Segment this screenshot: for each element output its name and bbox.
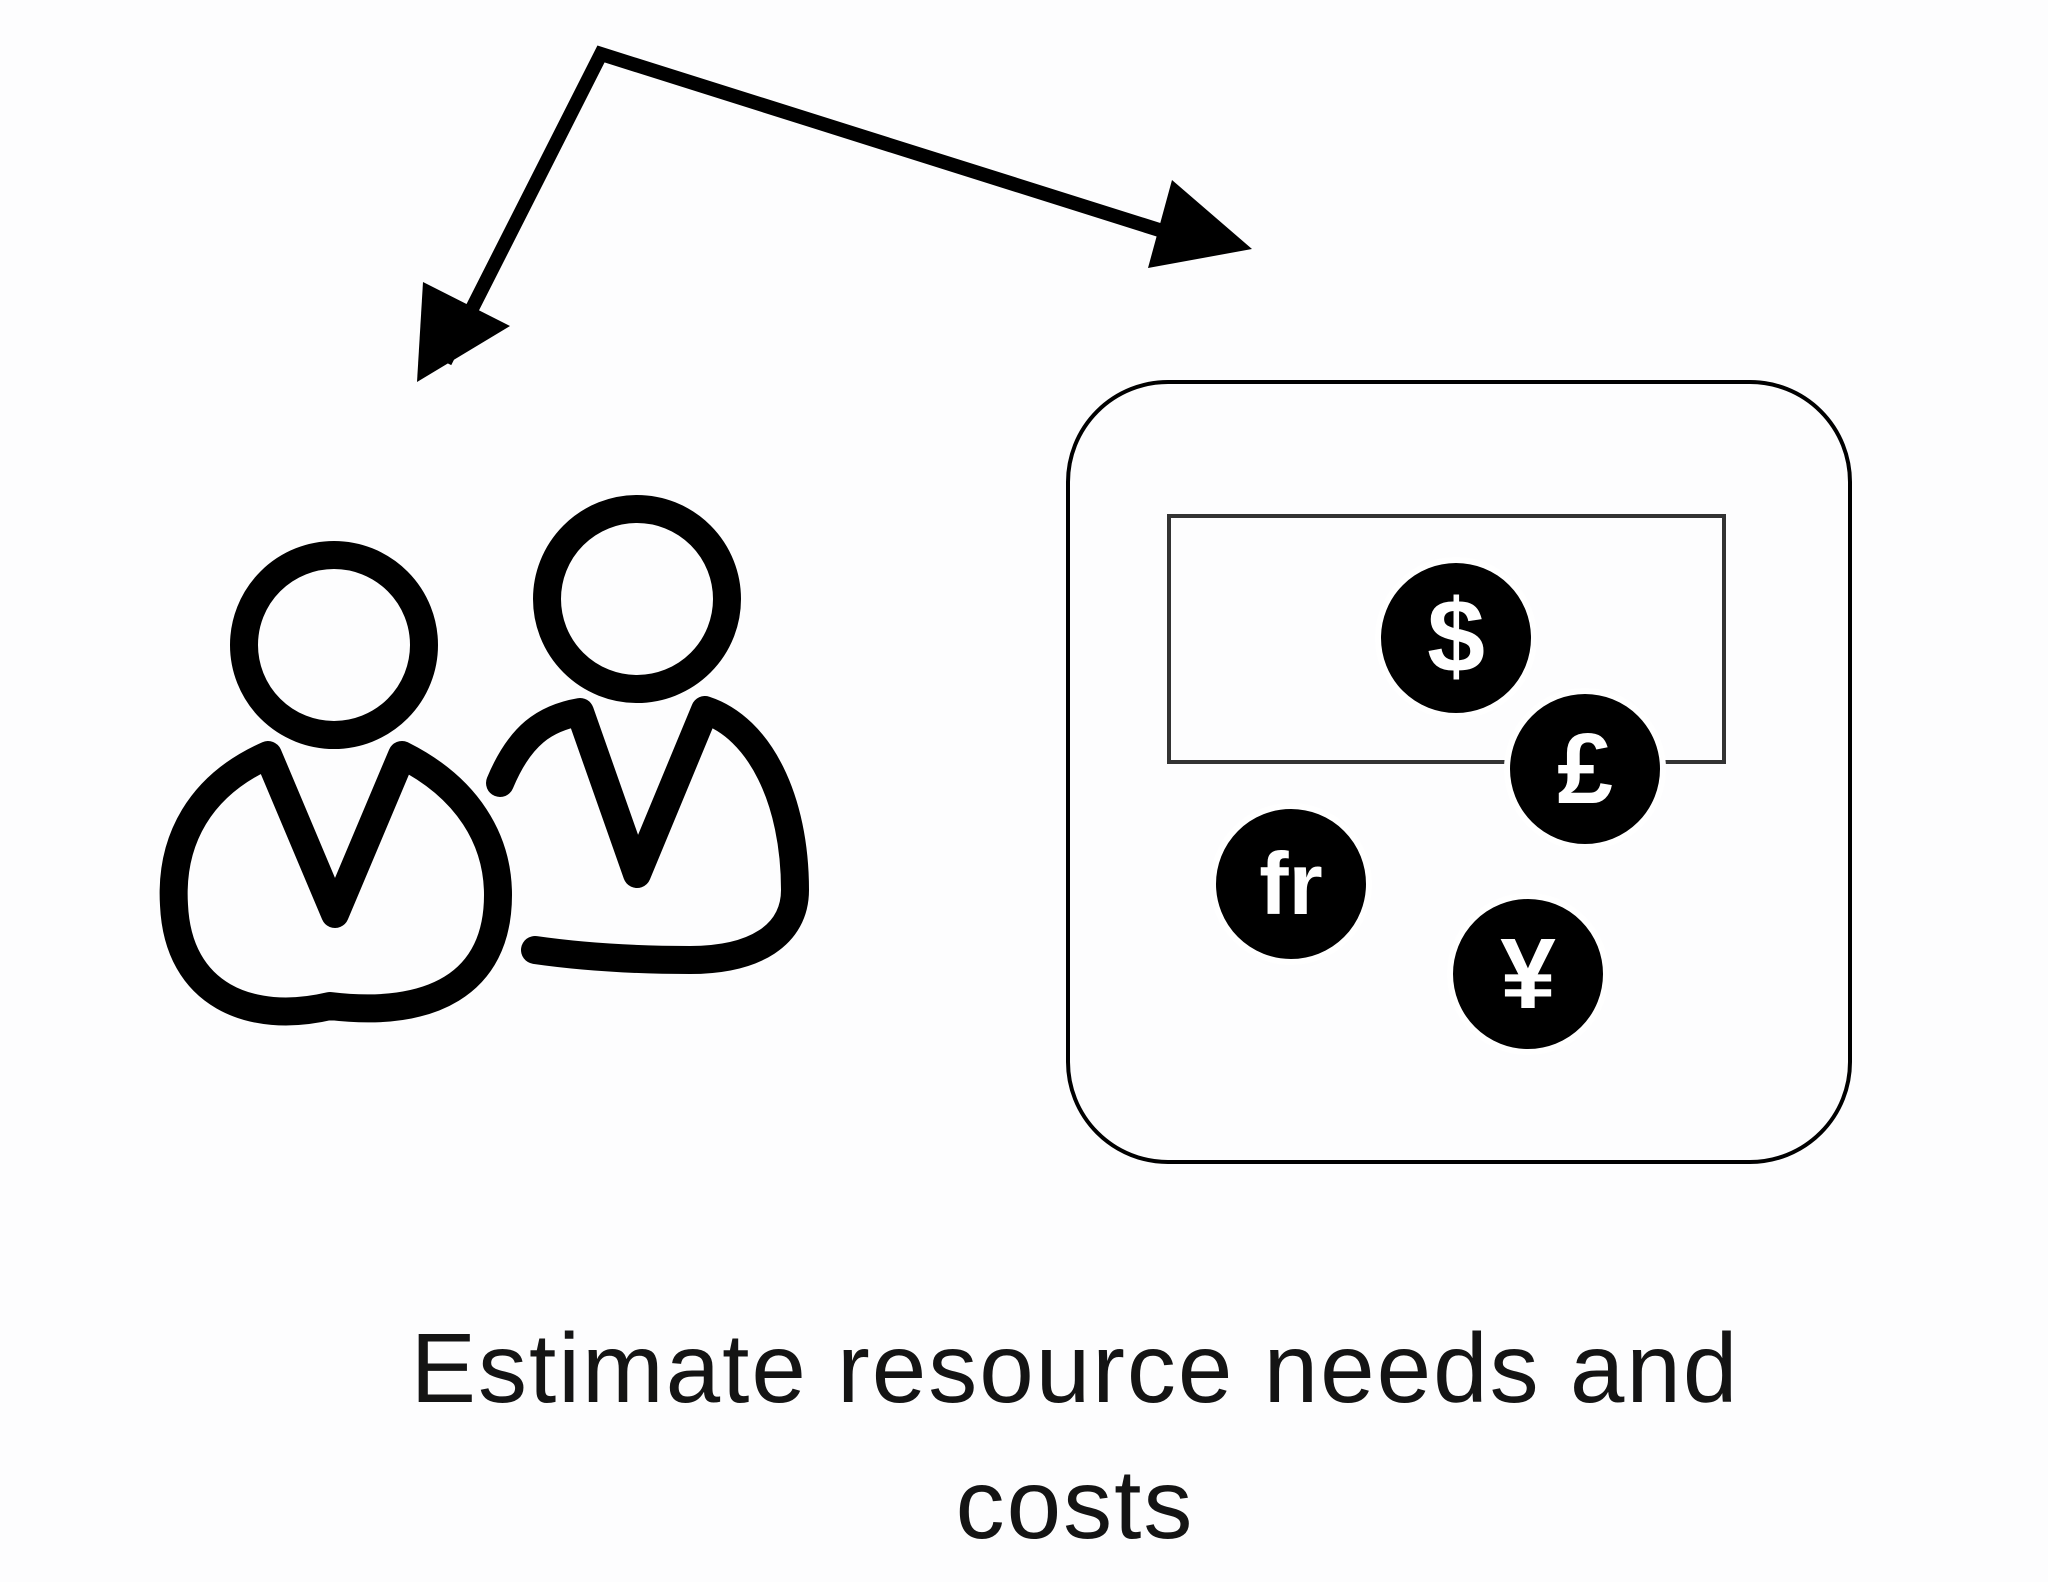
currency-calculator-icon: $ £ fr ¥ (1066, 380, 1852, 1164)
caption-line-1: Estimate resource needs and (410, 1313, 1740, 1423)
person-head-icon (230, 541, 438, 749)
dollar-coin-icon: $ (1375, 557, 1537, 719)
svg-text:¥: ¥ (1500, 918, 1556, 1030)
people-icon (159, 495, 809, 1026)
person-body-icon (159, 741, 512, 1026)
person-body-icon (486, 696, 809, 974)
svg-text:fr: fr (1259, 834, 1323, 933)
caption-line-2: costs (955, 1449, 1195, 1559)
caption: Estimate resource needs and costs (300, 1300, 1850, 1572)
calculator-display (1167, 514, 1726, 764)
pound-coin-icon: £ (1504, 688, 1666, 850)
franc-coin-icon: fr (1210, 803, 1372, 965)
svg-text:$: $ (1427, 579, 1485, 695)
svg-text:£: £ (1557, 713, 1613, 825)
double-headed-arrow-icon (417, 45, 1252, 382)
yen-coin-icon: ¥ (1447, 893, 1609, 1055)
person-head-icon (533, 495, 741, 703)
